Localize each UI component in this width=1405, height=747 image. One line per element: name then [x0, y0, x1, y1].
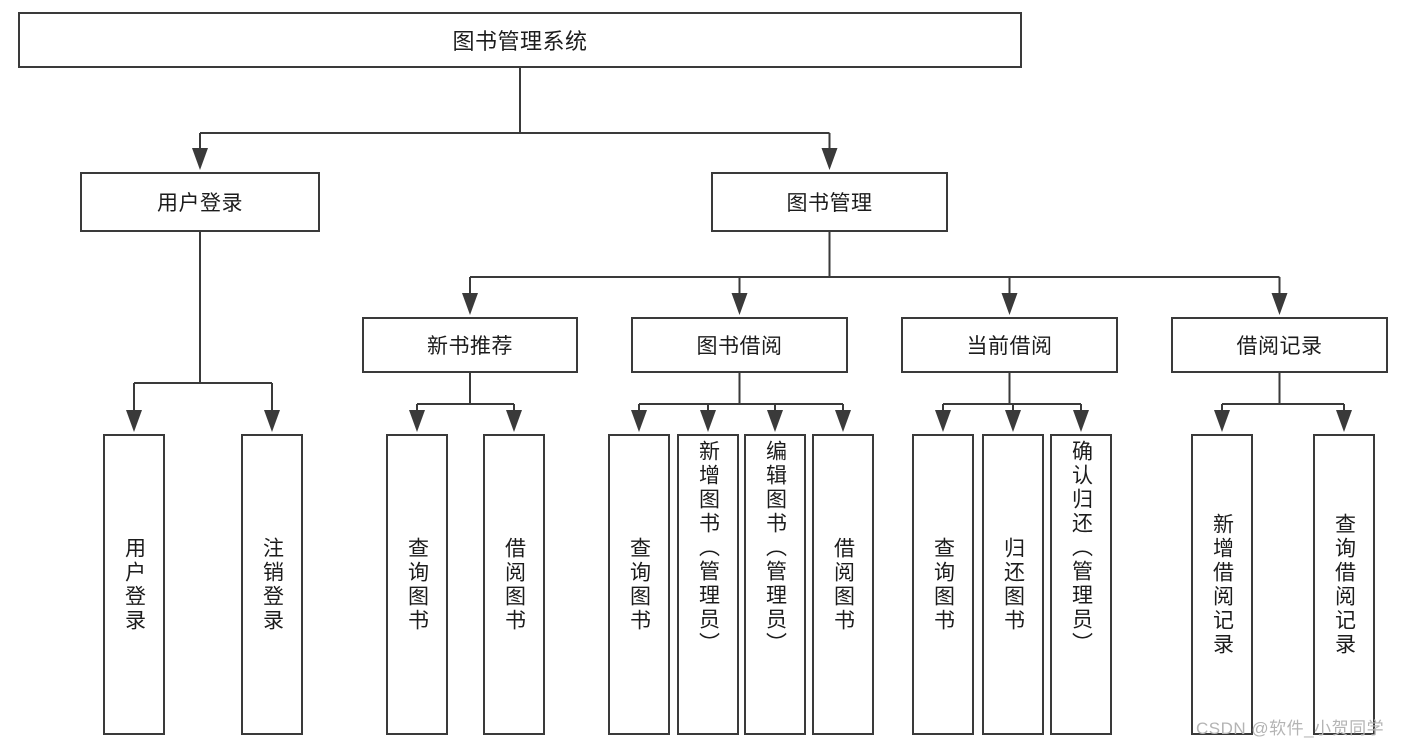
node-leaf-query-book-borrow[interactable]: 查询图书 [608, 434, 670, 735]
node-label: 查询图书 [405, 536, 429, 633]
node-label: 借阅图书 [502, 536, 526, 633]
node-book-borrow[interactable]: 图书借阅 [631, 317, 848, 373]
node-borrow-record[interactable]: 借阅记录 [1171, 317, 1388, 373]
node-current-borrow[interactable]: 当前借阅 [901, 317, 1118, 373]
node-leaf-query-book-rec[interactable]: 查询图书 [386, 434, 448, 735]
node-label: 查询借阅记录 [1332, 512, 1356, 657]
node-label: 用户登录 [122, 536, 146, 633]
node-leaf-query-book-current[interactable]: 查询图书 [912, 434, 974, 735]
node-label: 新增借阅记录 [1210, 512, 1234, 657]
node-label: 确认归还（管理员） [1069, 440, 1093, 656]
node-leaf-add-borrow-record[interactable]: 新增借阅记录 [1191, 434, 1253, 735]
node-label: 借阅记录 [1236, 335, 1323, 358]
node-label: 新书推荐 [427, 335, 513, 358]
node-label: 借阅图书 [831, 536, 855, 633]
node-book-manage[interactable]: 图书管理 [711, 172, 948, 232]
node-label: 新增图书（管理员） [696, 440, 720, 656]
node-leaf-borrow-book-rec[interactable]: 借阅图书 [483, 434, 545, 735]
node-leaf-confirm-return-admin[interactable]: 确认归还（管理员） [1050, 434, 1112, 735]
node-label: 查询图书 [931, 536, 955, 633]
node-leaf-add-book-admin[interactable]: 新增图书（管理员） [677, 434, 739, 735]
node-label: 图书管理系统 [452, 29, 588, 54]
node-leaf-user-login[interactable]: 用户登录 [103, 434, 165, 735]
watermark-label: CSDN @软件_小贺同学 [1196, 719, 1385, 738]
node-label: 图书借阅 [696, 335, 783, 358]
node-label: 当前借阅 [966, 335, 1053, 358]
node-label: 编辑图书（管理员） [763, 440, 787, 656]
node-leaf-query-borrow-record[interactable]: 查询借阅记录 [1313, 434, 1375, 735]
node-label: 注销登录 [260, 536, 284, 633]
node-leaf-borrow-book-borrow[interactable]: 借阅图书 [812, 434, 874, 735]
node-user-login[interactable]: 用户登录 [80, 172, 320, 232]
node-label: 用户登录 [157, 192, 243, 215]
node-leaf-edit-book-admin[interactable]: 编辑图书（管理员） [744, 434, 806, 735]
node-root[interactable]: 图书管理系统 [18, 12, 1022, 68]
node-new-book-recommend[interactable]: 新书推荐 [362, 317, 578, 373]
node-label: 图书管理 [786, 192, 873, 215]
node-label: 查询图书 [627, 536, 651, 633]
node-leaf-return-book[interactable]: 归还图书 [982, 434, 1044, 735]
node-leaf-user-logout[interactable]: 注销登录 [241, 434, 303, 735]
node-label: 归还图书 [1001, 536, 1025, 633]
